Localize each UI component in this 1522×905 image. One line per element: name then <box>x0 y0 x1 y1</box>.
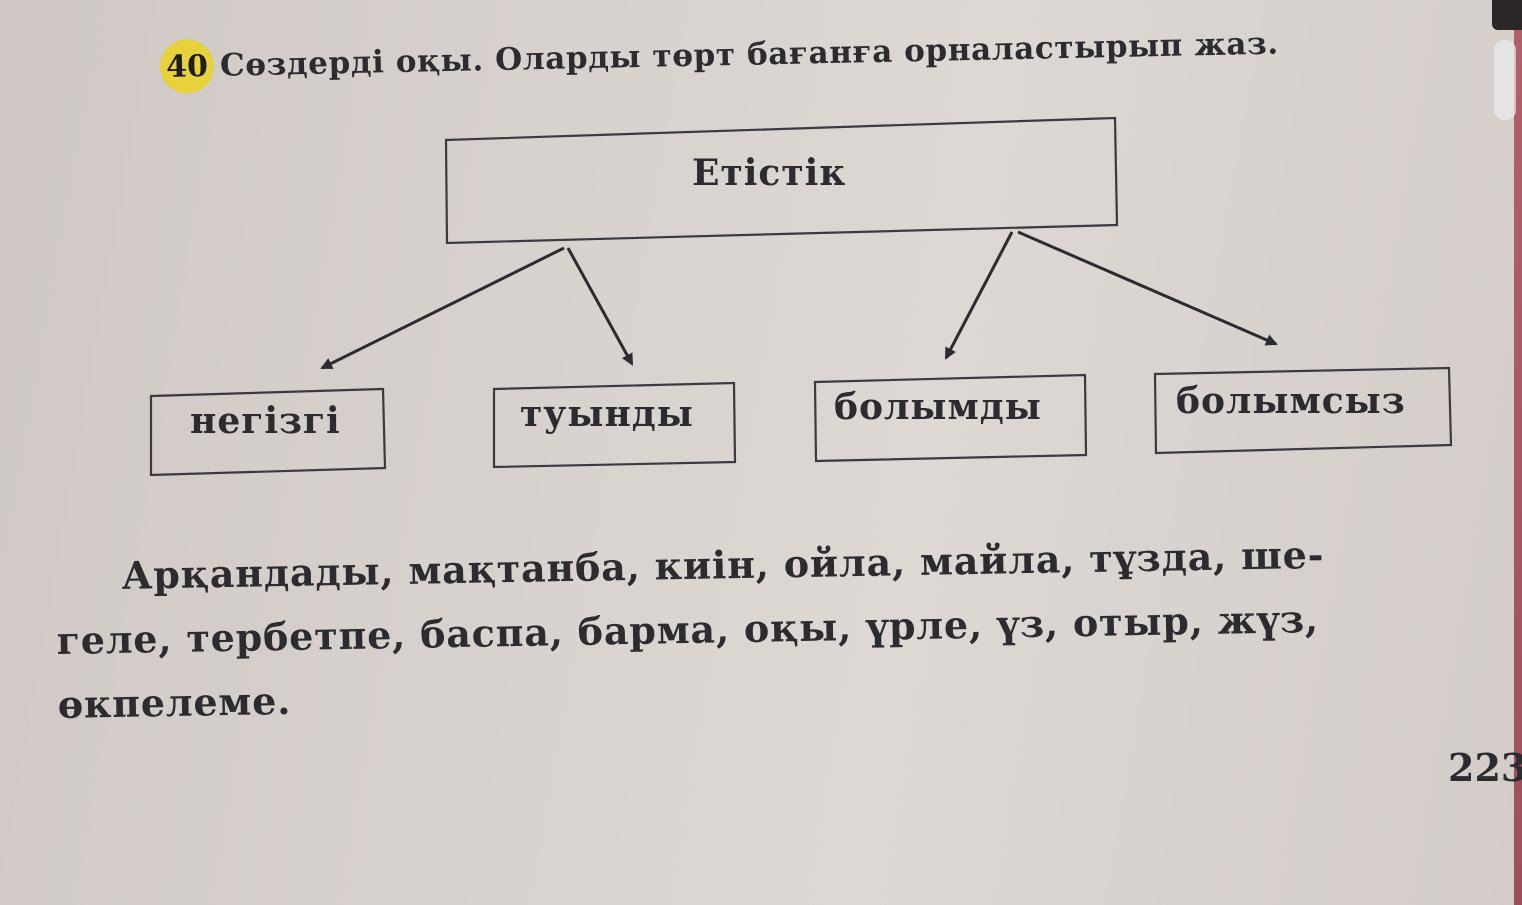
light-glare <box>1494 40 1516 120</box>
child-box-bolymdy <box>813 373 1088 463</box>
child-box-negizgi <box>149 387 387 477</box>
root-box <box>444 116 1119 245</box>
background-corner <box>1492 0 1522 30</box>
child-label-bolymdy: болымды <box>834 386 1042 428</box>
page-edge <box>1514 30 1522 905</box>
child-label-bolymsyz: болымсыз <box>1176 380 1406 422</box>
arrow-to-bolymdy <box>944 231 1014 360</box>
child-label-negizgi: негізгі <box>190 400 341 442</box>
child-label-tuyndy: туынды <box>520 393 694 435</box>
arrow-to-bolymsyz <box>1017 230 1278 346</box>
arrow-to-negizgi <box>320 246 565 370</box>
word-list: Арқандады, мақтанба, киін, ойла, майла, … <box>55 519 1522 737</box>
page-number: 223 <box>1448 745 1522 790</box>
root-label: Етістік <box>692 152 847 194</box>
child-box-bolymsyz <box>1153 366 1453 455</box>
child-box-tuyndy <box>492 381 737 469</box>
arrow-to-tuyndy <box>566 247 634 366</box>
